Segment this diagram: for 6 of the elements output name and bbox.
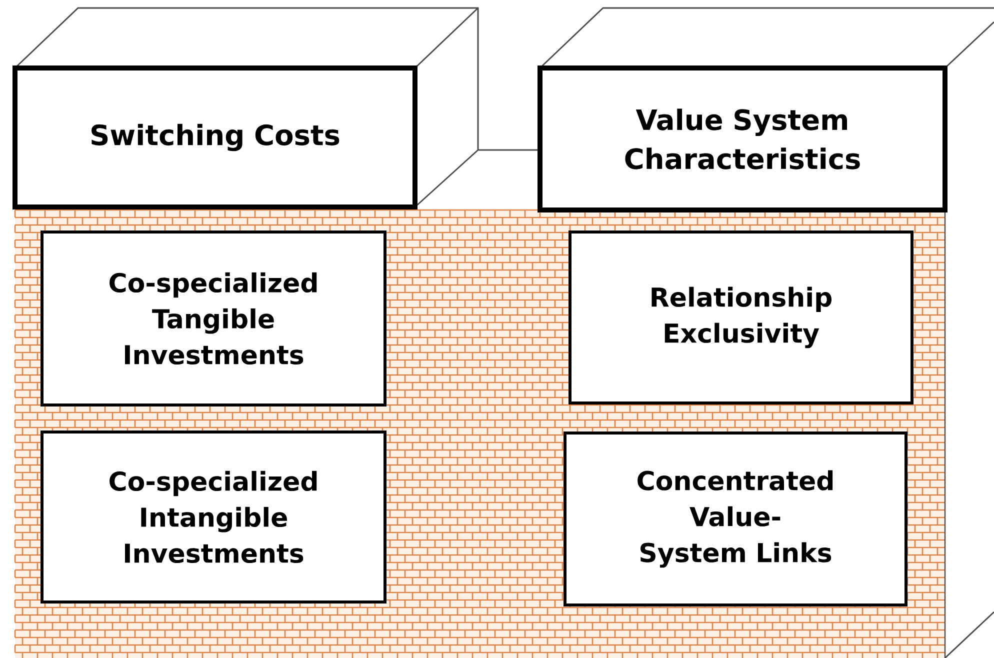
factor-box: Concentrated Value-System Links <box>564 432 908 606</box>
factor-box: Relationship Exclusivity <box>568 230 914 404</box>
header-box: Value System Characteristics <box>538 66 948 212</box>
header-box: Switching Costs <box>12 66 418 210</box>
factor-box: Co-specialized Intangible Investments <box>40 430 386 604</box>
factor-box: Co-specialized Tangible Investments <box>40 230 386 406</box>
